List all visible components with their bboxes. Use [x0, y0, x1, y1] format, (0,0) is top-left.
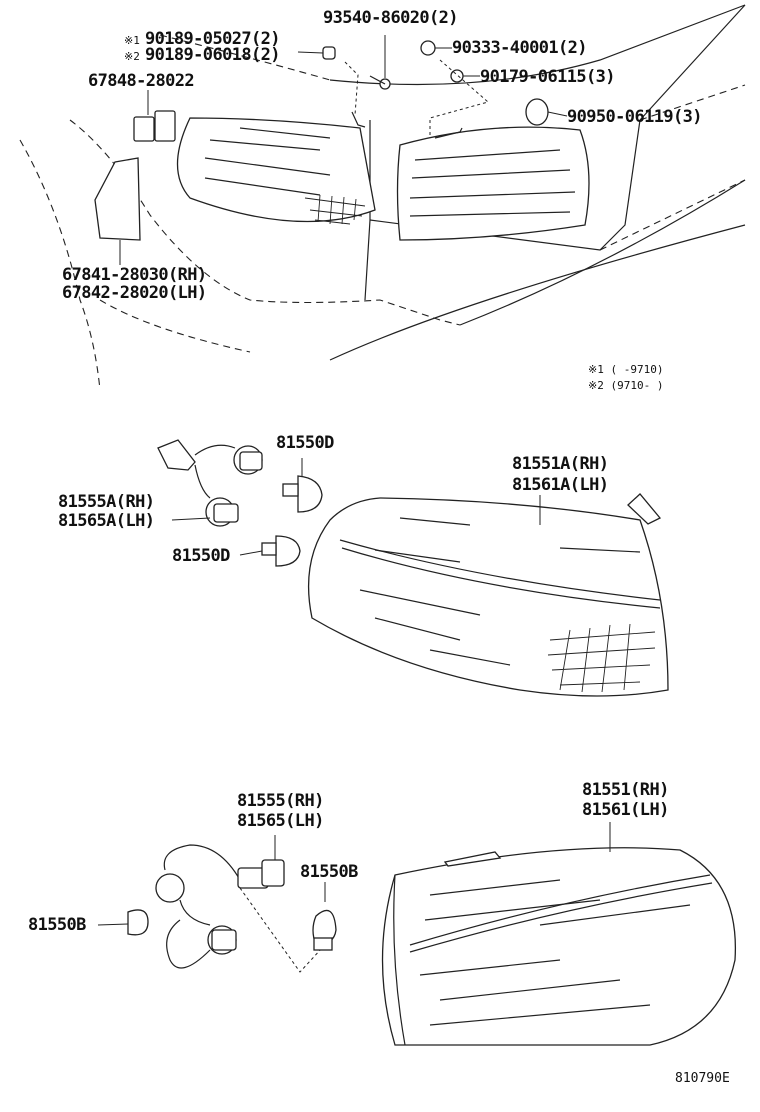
- part-label-81555: 81555(RH): [237, 791, 324, 811]
- clip-90333: [420, 40, 452, 56]
- note-1: ※1 ( -9710): [588, 363, 663, 376]
- bulb-dashed-line: [239, 887, 323, 973]
- rear-combination-lamp-top-left: [176, 111, 376, 225]
- vehicle-body-outline: [19, 4, 746, 391]
- mark-2: ※2: [124, 50, 140, 63]
- part-label-81550B-left: 81550B: [28, 915, 86, 935]
- nut-90189: [297, 46, 336, 60]
- plug-90950: [525, 98, 568, 126]
- nut-90179: [450, 69, 480, 83]
- fastener-dashed-line: [344, 61, 359, 116]
- rear-lamp-garnish-top-right: [396, 126, 590, 241]
- part-label-81550D-mid: 81550D: [172, 546, 230, 566]
- part-label-81561: 81561(LH): [582, 800, 669, 820]
- bolt-93540: [369, 35, 391, 90]
- bulb-81550D-top: [282, 458, 323, 513]
- part-label-81550D-top: 81550D: [276, 433, 334, 453]
- bulb-81550B-right: [312, 882, 337, 951]
- part-label-90179: 90179-06115(3): [480, 67, 615, 87]
- part-label-90333: 90333-40001(2): [452, 38, 587, 58]
- bulb-81550D-mid: [239, 535, 301, 567]
- part-label-81550B-right: 81550B: [300, 862, 358, 882]
- part-label-90950: 90950-06119(3): [567, 107, 702, 127]
- part-label-81565: 81565(LH): [237, 811, 324, 831]
- cover-67841-67842: [94, 157, 141, 265]
- socket-wire-81555: [155, 835, 285, 969]
- part-label-93540: 93540-86020(2): [323, 8, 458, 28]
- bulb-81550B-left: [97, 909, 149, 936]
- part-label-81555A: 81555A(RH): [58, 492, 154, 512]
- part-label-67848: 67848-28022: [88, 71, 194, 91]
- diagram-code: 810790E: [675, 1071, 730, 1086]
- mark-1: ※1: [124, 34, 140, 47]
- part-label-81551A: 81551A(RH): [512, 454, 608, 474]
- note-2: ※2 (9710- ): [588, 379, 663, 392]
- clip-dashed-line: [429, 59, 490, 138]
- rear-combination-lamp-81551A: [307, 493, 669, 697]
- part-label-67841: 67841-28030(RH): [62, 265, 207, 285]
- part-label-90189-a: 90189-05027(2): [145, 29, 280, 49]
- cover-67848: [133, 90, 176, 142]
- part-label-67842: 67842-28020(LH): [62, 283, 207, 303]
- part-label-81551: 81551(RH): [582, 780, 669, 800]
- part-label-90189-b: 90189-06018(2): [145, 45, 280, 65]
- rear-combination-lamp-81551: [381, 822, 737, 1046]
- part-label-81565A: 81565A(LH): [58, 511, 154, 531]
- part-label-81561A: 81561A(LH): [512, 475, 608, 495]
- socket-wire-81555A: [157, 439, 263, 527]
